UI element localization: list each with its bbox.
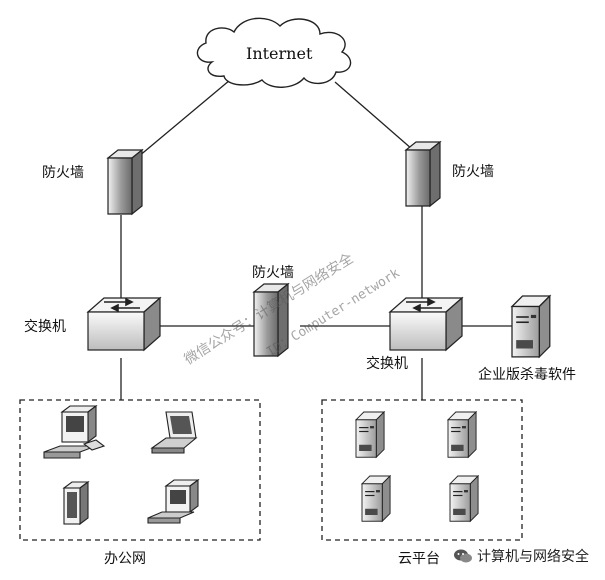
firewall-right-label: 防火墙 <box>452 164 494 180</box>
switch-left-label: 交换机 <box>24 319 66 335</box>
cloud-server-1-icon <box>355 411 385 458</box>
cloud-server-3-icon <box>361 475 391 522</box>
wechat-icon <box>454 549 472 563</box>
thin-client-icon <box>147 478 200 524</box>
laptop-icon <box>150 411 198 454</box>
internet-label: Internet <box>246 44 313 63</box>
firewall-left-label: 防火墙 <box>42 165 84 181</box>
switch-right-label: 交换机 <box>366 356 408 372</box>
link-cloud-firewall-right <box>334 81 421 157</box>
office-network-zone <box>19 399 261 541</box>
link-cloud-firewall-left <box>131 79 231 163</box>
firewall-mid-label: 防火墙 <box>252 265 294 281</box>
internet-cloud-icon <box>196 17 352 88</box>
firewall-mid-icon <box>252 282 290 358</box>
cloud-platform-label: 云平台 <box>398 551 440 567</box>
firewall-left-icon <box>106 148 144 216</box>
cloud-server-2-icon <box>447 411 477 458</box>
connection-lines <box>120 79 512 400</box>
antivirus-label: 企业版杀毒软件 <box>478 367 576 383</box>
switch-right-icon <box>388 296 464 352</box>
cloud-platform-zone <box>321 399 523 541</box>
brand-footer: 计算机与网络安全 <box>453 546 589 566</box>
tablet-icon <box>62 480 90 526</box>
switch-left-icon <box>86 296 162 352</box>
desktop-computer-icon <box>43 404 106 459</box>
firewall-right-icon <box>404 140 442 208</box>
cloud-server-4-icon <box>449 475 479 522</box>
brand-text: 计算机与网络安全 <box>477 549 589 565</box>
office-network-label: 办公网 <box>104 551 146 567</box>
antivirus-server-icon <box>511 295 551 358</box>
